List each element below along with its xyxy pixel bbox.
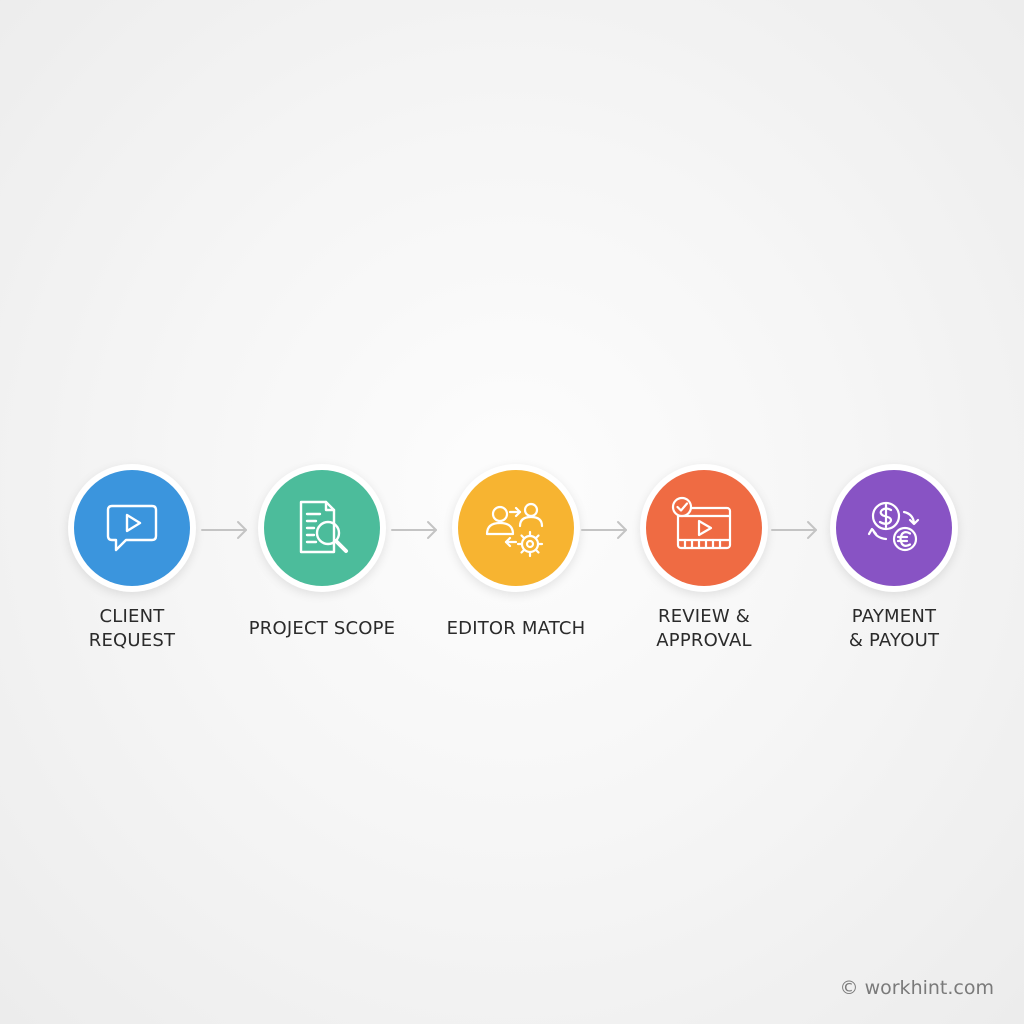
step-editor-match: EDITOR MATCH <box>426 464 606 641</box>
step-label-line: CLIENT <box>99 606 165 627</box>
step-label: CLIENT REQUEST <box>42 605 222 653</box>
step-disc <box>264 470 380 586</box>
step-client-request: CLIENT REQUEST <box>42 464 222 653</box>
step-payment-payout: PAYMENT & PAYOUT <box>804 464 984 653</box>
step-disc <box>836 470 952 586</box>
step-icon-ring <box>830 464 958 592</box>
watermark-credit: © workhint.com <box>839 977 994 999</box>
step-disc <box>74 470 190 586</box>
currency-exchange-icon <box>867 501 920 552</box>
arrow-right-icon <box>391 521 437 539</box>
flow-arrow <box>770 518 820 542</box>
step-icon-ring <box>640 464 768 592</box>
flow-arrow <box>580 518 630 542</box>
step-review-approval: REVIEW & APPROVAL <box>614 464 794 653</box>
step-label-line: PROJECT SCOPE <box>248 618 396 639</box>
flow-arrow <box>390 518 440 542</box>
step-label-line: PAYMENT <box>851 606 937 627</box>
step-label: PROJECT SCOPE <box>232 617 412 641</box>
video-check-icon <box>671 496 732 550</box>
arrow-right-icon <box>771 521 817 539</box>
step-label: REVIEW & APPROVAL <box>614 605 794 653</box>
step-icon-ring <box>68 464 196 592</box>
step-icon-ring <box>452 464 580 592</box>
step-label-line: REVIEW & <box>657 606 751 627</box>
step-label-line: EDITOR MATCH <box>446 618 586 639</box>
step-project-scope: PROJECT SCOPE <box>232 464 412 641</box>
step-label: PAYMENT & PAYOUT <box>804 605 984 653</box>
step-label: EDITOR MATCH <box>426 617 606 641</box>
step-label-line: REQUEST <box>88 630 176 651</box>
document-search-icon <box>299 500 348 554</box>
chat-play-icon <box>106 504 158 552</box>
step-label-line: & PAYOUT <box>848 630 940 651</box>
people-match-gear-icon <box>485 502 544 558</box>
step-disc <box>458 470 574 586</box>
step-disc <box>646 470 762 586</box>
step-label-line: APPROVAL <box>656 630 752 651</box>
flow-arrow <box>200 518 250 542</box>
step-icon-ring <box>258 464 386 592</box>
arrow-right-icon <box>201 521 247 539</box>
arrow-right-icon <box>581 521 627 539</box>
